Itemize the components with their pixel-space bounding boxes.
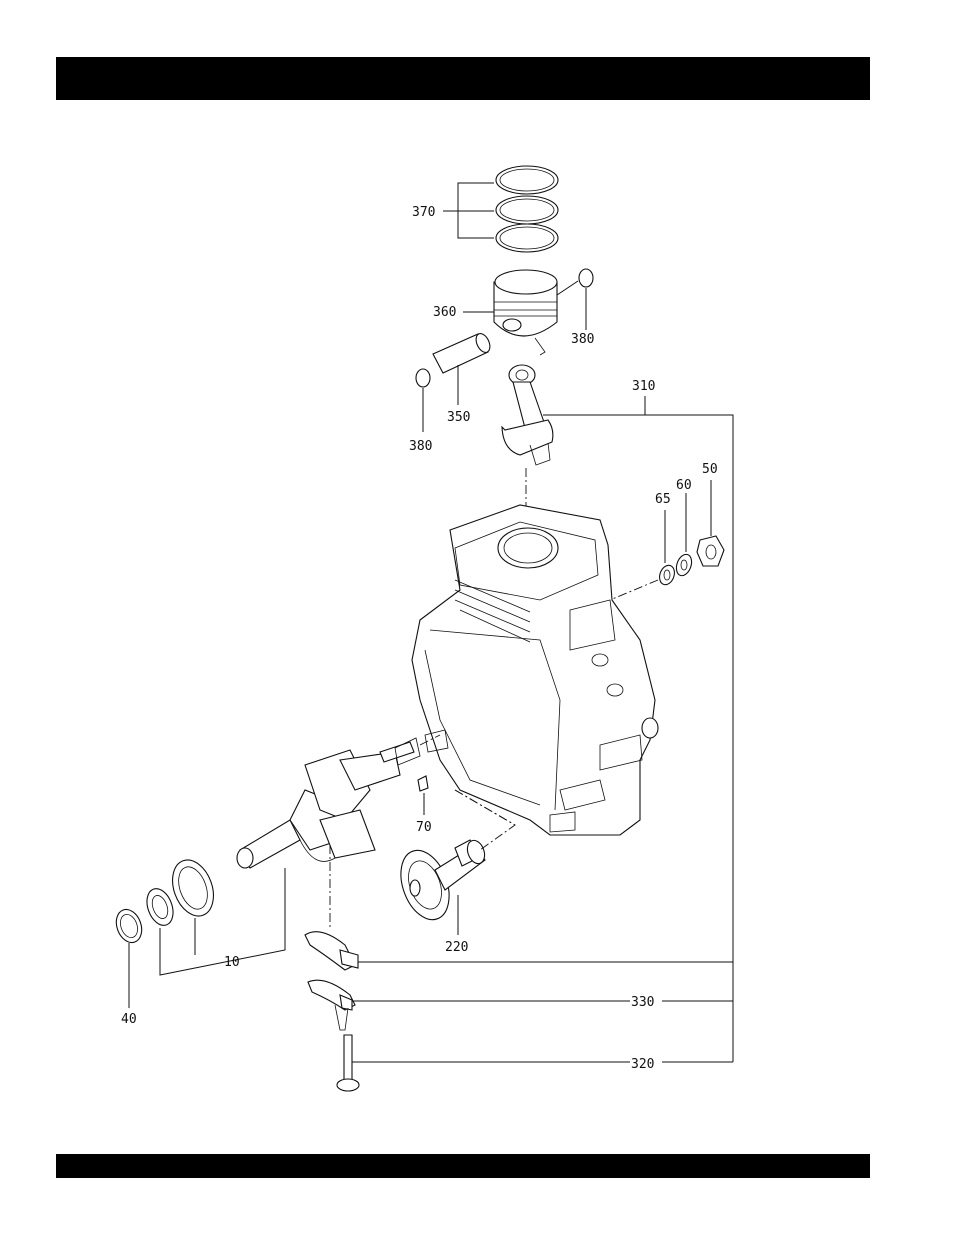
- pin-clip-right-icon: [557, 269, 593, 330]
- callout-50: 50: [702, 462, 718, 477]
- callout-220: 220: [445, 940, 468, 955]
- crankshaft-icon: [237, 738, 420, 868]
- callout-70: 70: [416, 820, 432, 835]
- washer-65-icon: [657, 510, 677, 587]
- callout-10: 10: [224, 955, 240, 970]
- thrust-washer-40-icon: [112, 906, 146, 1008]
- camshaft-icon: [392, 838, 488, 935]
- callout-330: 330: [631, 995, 654, 1010]
- callout-380-right: 380: [571, 332, 594, 347]
- callout-380-left: 380: [409, 439, 432, 454]
- callout-60: 60: [676, 478, 692, 493]
- callout-310: 310: [632, 379, 655, 394]
- piston-rings-icon: [496, 166, 558, 252]
- rod-bolt-icon: [337, 1035, 630, 1091]
- callout-360: 360: [433, 305, 456, 320]
- key-70-icon: [418, 776, 428, 815]
- piston-pin-icon: [433, 331, 493, 405]
- callout-320: 320: [631, 1057, 654, 1072]
- crank-gear-small-icon: [142, 885, 178, 929]
- callout-65: 65: [655, 492, 671, 507]
- cylinder-block-icon: [412, 505, 658, 835]
- callout-370: 370: [412, 205, 435, 220]
- nut-50-icon: [697, 480, 724, 566]
- callout-40: 40: [121, 1012, 137, 1027]
- callout-370-leader: [443, 183, 494, 238]
- callout-350: 350: [447, 410, 470, 425]
- piston-icon: [494, 270, 557, 355]
- washer-60-icon: [674, 493, 695, 578]
- rod-cap-icon: [305, 932, 358, 970]
- rod-cap-lower-icon: [308, 980, 355, 1030]
- pin-clip-left-icon: [416, 369, 430, 432]
